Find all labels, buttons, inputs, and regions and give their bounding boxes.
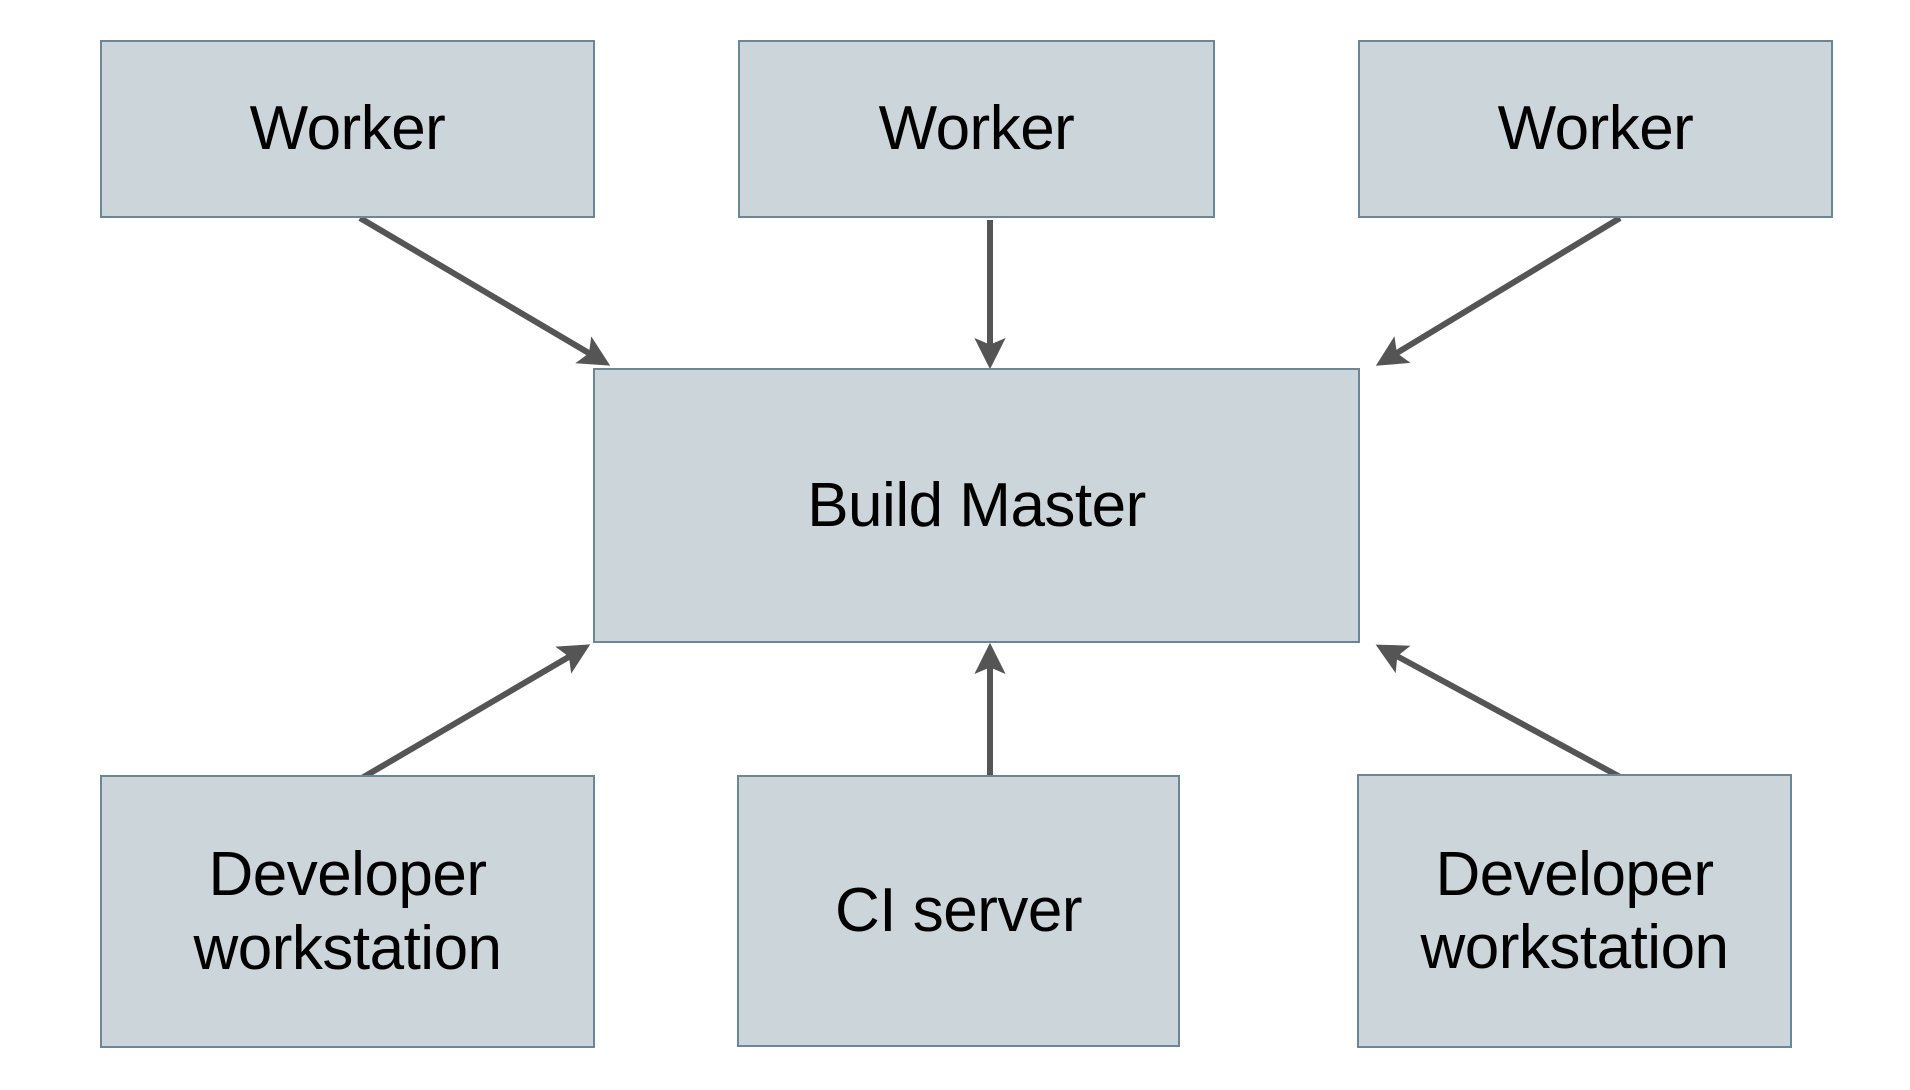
node-ci-server[interactable]: CI server [737,775,1180,1047]
node-label-worker-left: Worker [249,94,446,164]
node-developer-workstation-right[interactable]: Developer workstation [1357,774,1792,1048]
node-worker-center[interactable]: Worker [738,40,1215,218]
node-label-worker-right: Worker [1497,94,1694,164]
node-label-ci-server: CI server [835,876,1082,946]
node-developer-workstation-left[interactable]: Developer workstation [100,775,595,1048]
node-build-master[interactable]: Build Master [593,368,1360,643]
node-label-build-master: Build Master [807,470,1146,540]
node-label-worker-center: Worker [878,94,1075,164]
arrow-developer-left-to-build-master [360,644,591,781]
arrow-developer-right-to-build-master [1375,644,1624,781]
node-label-developer-workstation-right: Developer workstation [1420,839,1729,982]
node-label-developer-workstation-left: Developer workstation [193,840,502,983]
arrow-worker-left-to-build-master [358,215,611,366]
node-worker-left[interactable]: Worker [100,40,595,218]
node-worker-right[interactable]: Worker [1358,40,1833,218]
arrow-worker-right-to-build-master [1375,215,1622,366]
